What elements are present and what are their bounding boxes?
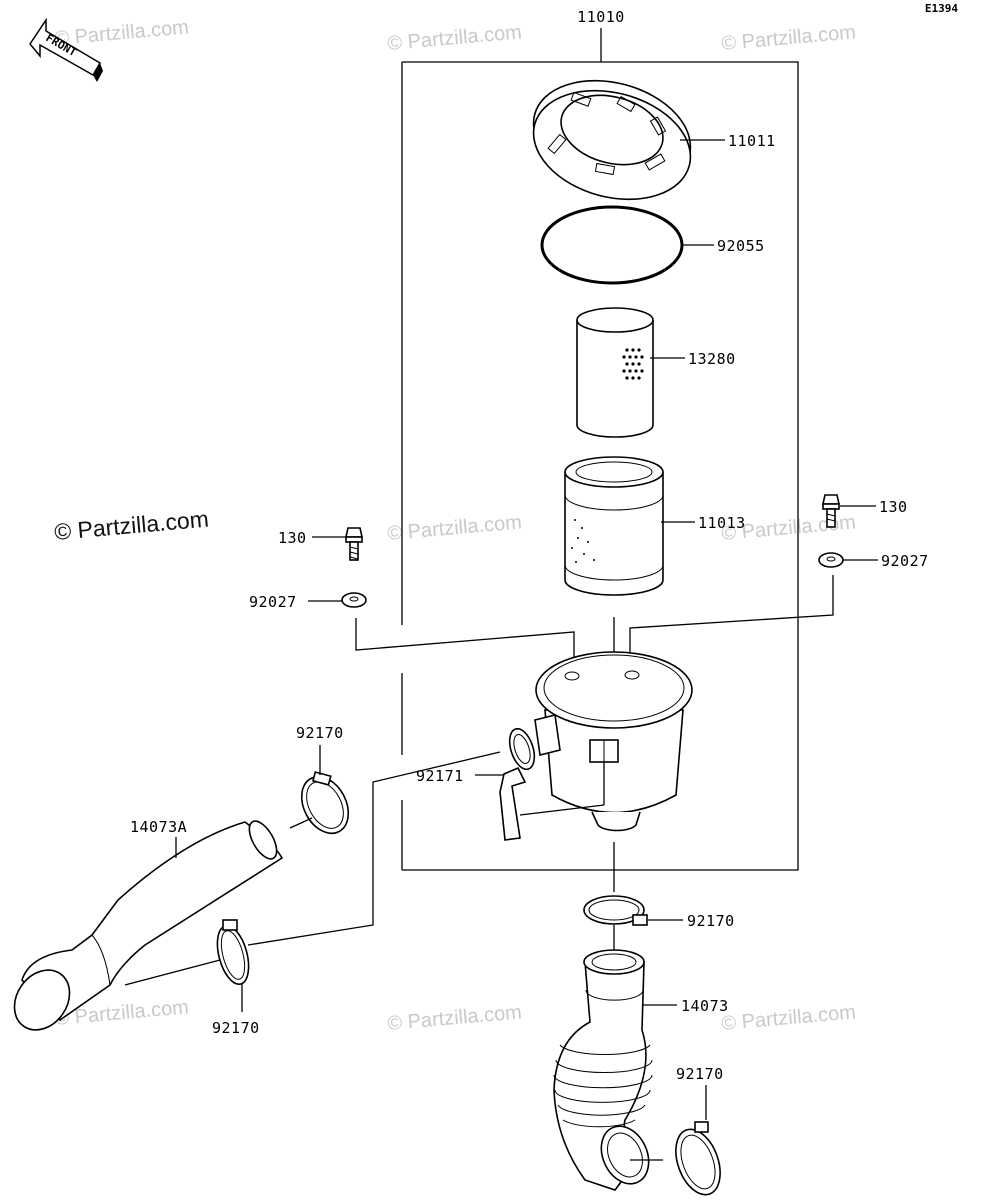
- callout-92027-right: 92027: [881, 552, 929, 570]
- duct-left-part: [13, 820, 284, 1031]
- callout-92027-left: 92027: [249, 593, 297, 611]
- clip-part: [499, 766, 527, 841]
- callout-14073A: 14073A: [130, 818, 187, 836]
- clamp-outlet-part: [583, 895, 648, 926]
- callout-92170-lower-left: 92170: [212, 1019, 260, 1037]
- callout-14073: 14073: [681, 997, 729, 1015]
- watermark-7: © Partzilla.com: [387, 1001, 523, 1035]
- right-bolt-part: [822, 494, 840, 528]
- assembly-bracket: [401, 28, 799, 871]
- left-washer-part: [341, 592, 367, 608]
- clamp-bottom-part: [675, 1121, 721, 1196]
- callout-130-left: 130: [278, 529, 307, 547]
- callout-11013: 11013: [698, 514, 746, 532]
- diagram-code: E1394: [925, 2, 958, 15]
- callout-11011: 11011: [728, 132, 776, 150]
- cap-part: [532, 79, 692, 201]
- o-ring-part: [540, 205, 684, 285]
- callout-11010: 11010: [577, 8, 625, 26]
- callout-130-right: 130: [879, 498, 908, 516]
- watermark-2: © Partzilla.com: [387, 21, 523, 55]
- clamp-lower-left-part: [216, 919, 250, 986]
- watermark-main: © Partzilla.com: [53, 506, 210, 545]
- outer-filter-part: [564, 456, 664, 596]
- watermark-3: © Partzilla.com: [721, 21, 857, 55]
- left-bolt-part: [345, 527, 363, 561]
- callout-92171: 92171: [416, 767, 464, 785]
- watermark-8: © Partzilla.com: [721, 1001, 857, 1035]
- watermark-4: © Partzilla.com: [387, 511, 523, 545]
- callout-13280: 13280: [688, 350, 736, 368]
- callout-92055: 92055: [717, 237, 765, 255]
- clamp-upper-left-part: [300, 771, 350, 835]
- callout-92170-outlet: 92170: [687, 912, 735, 930]
- right-washer-part: [818, 552, 844, 568]
- callout-92170-upper-left: 92170: [296, 724, 344, 742]
- air-cleaner-housing-part: [508, 651, 693, 832]
- duct-lower-part: [553, 949, 653, 1191]
- callout-92170-bottom: 92170: [676, 1065, 724, 1083]
- inner-filter-part: [576, 307, 654, 438]
